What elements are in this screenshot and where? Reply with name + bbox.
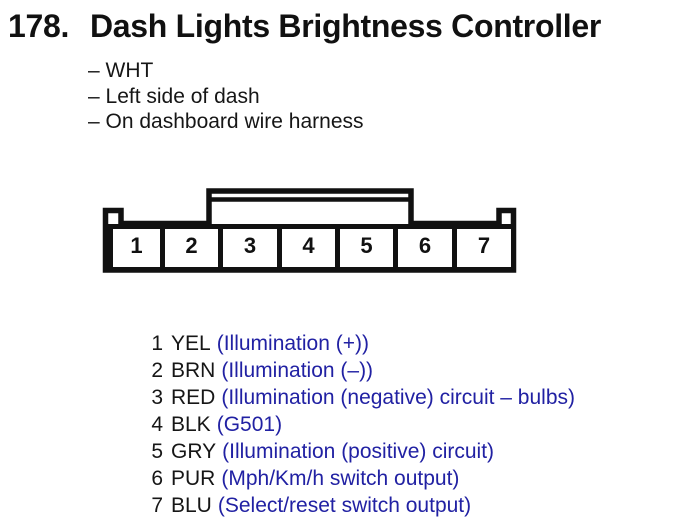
- pin-number: 4: [302, 233, 315, 258]
- page-title: 178. Dash Lights Brightness Controller: [8, 10, 601, 42]
- note-line: – Left side of dash: [88, 84, 260, 108]
- note-line: – WHT: [88, 59, 154, 82]
- pinout-row: 7 BLU (Select/reset switch output): [148, 492, 575, 519]
- pinout-pin: 6: [151, 467, 163, 490]
- pin-number: 5: [360, 233, 372, 258]
- pinout-wire-color: YEL: [171, 332, 211, 355]
- pinout-pin: 5: [151, 440, 163, 463]
- pin-number: 7: [478, 233, 490, 258]
- pin-number: 3: [244, 233, 256, 258]
- pinout-wire-color: BLU: [171, 494, 212, 517]
- pinout-wire-color: PUR: [171, 467, 216, 490]
- pinout-row: 3 RED (Illumination (negative) circuit –…: [148, 384, 575, 411]
- note-line: – On dashboard wire harness: [88, 110, 364, 133]
- pinout-pin: 1: [151, 332, 163, 355]
- pinout-function: (Illumination (+)): [216, 332, 369, 355]
- pinout-pin: 2: [151, 359, 163, 382]
- pinout-function: (Illumination (–)): [221, 359, 374, 382]
- pin-cell: [160, 224, 223, 272]
- pinout-wire-color: GRY: [171, 440, 217, 463]
- pin-cell: [335, 224, 398, 272]
- section-title: Dash Lights Brightness Controller: [90, 8, 602, 44]
- pinout-function: (Select/reset switch output): [217, 494, 472, 517]
- section-number: 178.: [8, 8, 70, 44]
- pin-number: 2: [185, 233, 197, 258]
- pinout-row: 6 PUR (Mph/Km/h switch output): [148, 465, 575, 492]
- pin-cell: [218, 224, 282, 272]
- pinout-function: (Illumination (positive) circuit): [222, 440, 495, 463]
- pin-cell: [452, 224, 516, 272]
- pinout-wire-color: BRN: [171, 359, 216, 382]
- pinout-function: (Mph/Km/h switch output): [221, 467, 460, 490]
- pin-number: 6: [419, 233, 431, 258]
- pinout-row: 5 GRY (Illumination (positive) circuit): [148, 438, 575, 465]
- pin-number: 1: [130, 233, 142, 258]
- pin-cell: [393, 224, 457, 272]
- pinout-wire-color: RED: [171, 386, 216, 409]
- pinout-pin: 4: [151, 413, 163, 436]
- pinout-list: 1 YEL (Illumination (+)) 2 BRN (Illumina…: [148, 330, 575, 519]
- pinout-function: (G501): [216, 413, 283, 436]
- pinout-function: (Illumination (negative) circuit – bulbs…: [221, 386, 575, 409]
- pinout-pin: 7: [151, 494, 163, 517]
- pinout-row: 1 YEL (Illumination (+)): [148, 330, 575, 357]
- connector-diagram: 1 2 3 4 5 6 7: [102, 188, 517, 273]
- pinout-row: 4 BLK (G501): [148, 411, 575, 438]
- connector-notes: – WHT – Left side of dash – On dashboard…: [88, 58, 364, 135]
- pinout-wire-color: BLK: [171, 413, 211, 436]
- pinout-row: 2 BRN (Illumination (–)): [148, 357, 575, 384]
- pinout-pin: 3: [151, 386, 163, 409]
